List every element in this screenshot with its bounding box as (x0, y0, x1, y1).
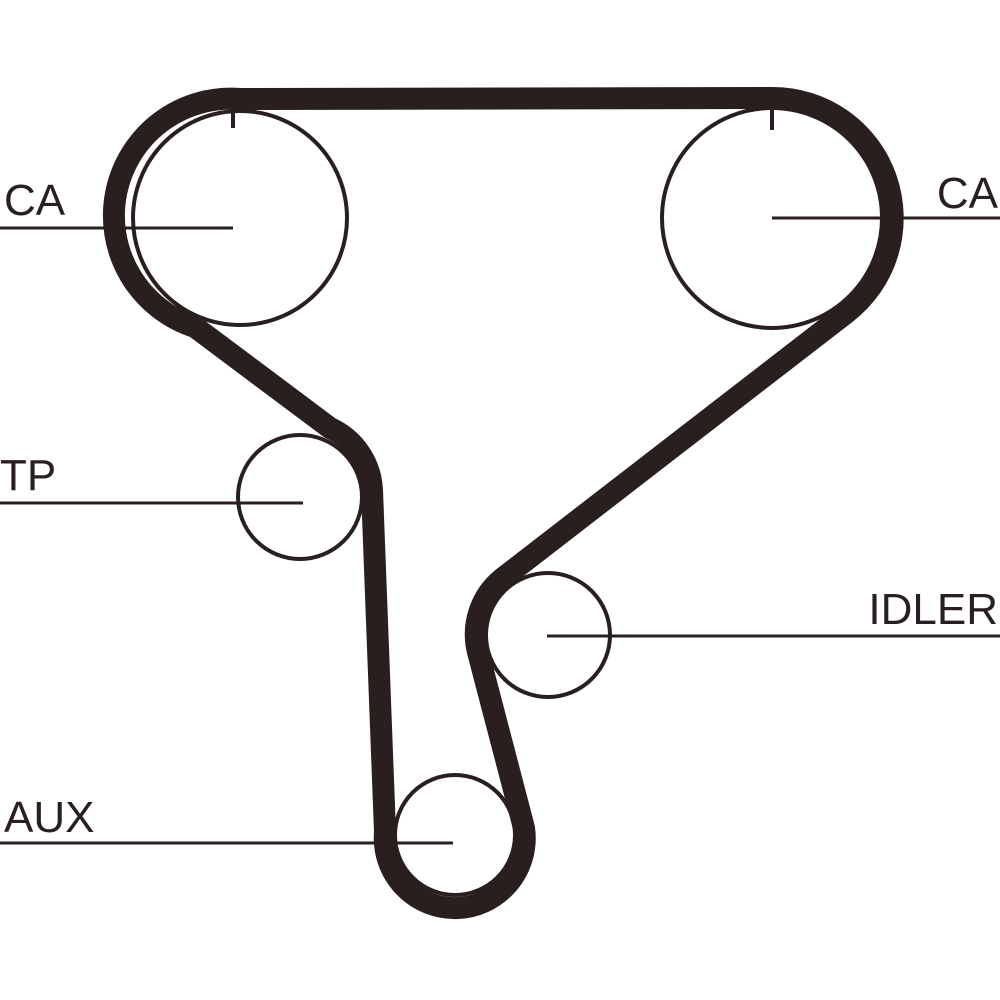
label-cam-left: CA (4, 176, 66, 225)
pulley-cam-left (131, 109, 349, 327)
label-idler: IDLER (868, 585, 998, 634)
label-aux: AUX (4, 793, 94, 842)
pulley-tensioner (236, 433, 364, 561)
label-cam-right: CA (937, 169, 999, 218)
pulley-aux (393, 773, 517, 897)
label-tensioner: TP (0, 451, 56, 500)
